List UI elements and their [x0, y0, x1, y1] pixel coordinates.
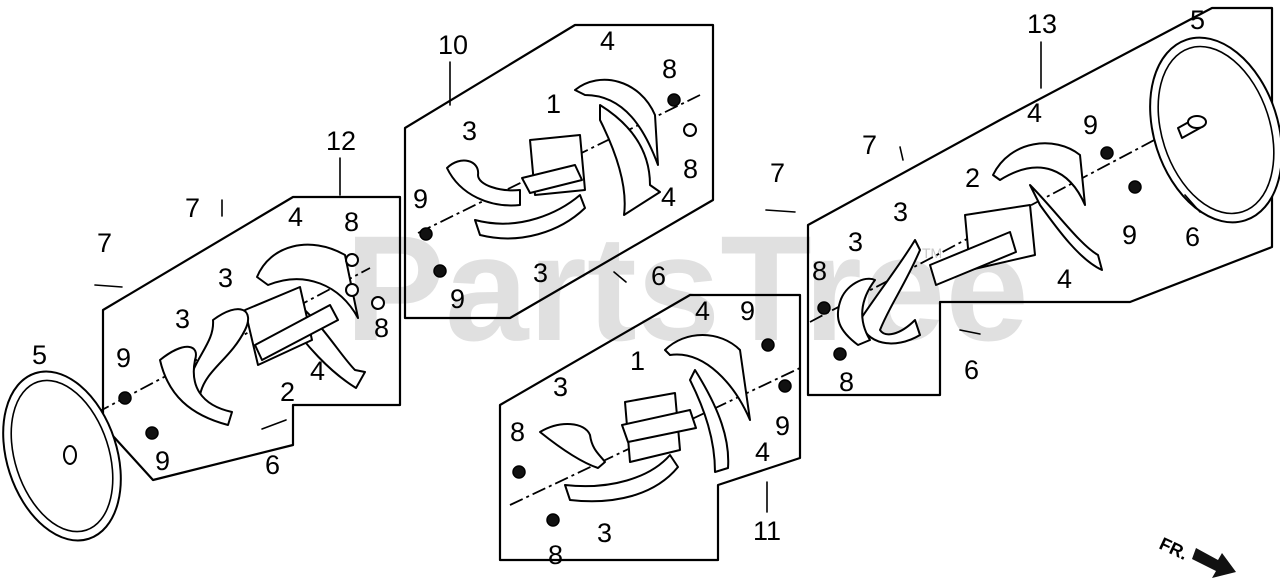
callout-12: 12	[326, 126, 356, 156]
callout-9: 9	[413, 184, 428, 214]
assembly-13-parts	[765, 142, 1201, 361]
watermark-trademark: TM	[922, 245, 942, 261]
callout-4: 4	[288, 202, 303, 232]
callout-2: 2	[965, 163, 980, 193]
callout-4: 4	[310, 356, 325, 386]
callout-9: 9	[116, 343, 131, 373]
callout-3: 3	[533, 258, 548, 288]
direction-label: FR.	[1156, 533, 1191, 563]
callout-3: 3	[597, 518, 612, 548]
callout-7: 7	[770, 158, 785, 188]
callout-7: 7	[97, 228, 112, 258]
callout-6: 6	[1185, 222, 1200, 252]
callouts: 10 12 13 11 5 5 7 7 7 7 3 3 3 3 3 3 3 3 …	[32, 5, 1205, 570]
callout-3: 3	[218, 263, 233, 293]
wheel-left	[2, 370, 122, 542]
callout-9: 9	[1083, 110, 1098, 140]
callout-10: 10	[438, 30, 468, 60]
callout-8: 8	[374, 313, 389, 343]
callout-4: 4	[1027, 98, 1042, 128]
callout-4: 4	[755, 437, 770, 467]
callout-6: 6	[964, 355, 979, 385]
callout-9: 9	[740, 296, 755, 326]
callout-3: 3	[848, 227, 863, 257]
callout-8: 8	[839, 367, 854, 397]
assembly-11-parts	[512, 271, 792, 527]
callout-5: 5	[32, 340, 47, 370]
callout-3: 3	[462, 116, 477, 146]
callout-6: 6	[651, 261, 666, 291]
callout-1: 1	[630, 346, 645, 376]
assembly-outline-10	[403, 23, 715, 320]
assembly-outline-13	[806, 6, 1274, 397]
callout-3: 3	[175, 304, 190, 334]
centerline-left	[29, 267, 371, 449]
assembly-outline-12	[101, 195, 402, 482]
callout-9: 9	[1122, 220, 1137, 250]
callout-4: 4	[695, 296, 710, 326]
callout-11: 11	[753, 516, 781, 546]
callout-8: 8	[344, 207, 359, 237]
front-arrow-icon	[1192, 548, 1236, 578]
callout-8: 8	[812, 256, 827, 286]
callout-9: 9	[775, 411, 790, 441]
callout-8: 8	[510, 417, 525, 447]
callout-13: 13	[1027, 9, 1057, 39]
front-direction-indicator: FR.	[1156, 533, 1236, 578]
wheel-right	[1149, 36, 1280, 224]
callout-8: 8	[548, 540, 563, 570]
callout-4: 4	[600, 26, 615, 56]
callout-6: 6	[265, 450, 280, 480]
callout-9: 9	[450, 284, 465, 314]
assembly-10-parts	[419, 78, 697, 278]
callout-3: 3	[893, 197, 908, 227]
assembly-outline-11	[498, 293, 802, 562]
callout-2: 2	[280, 377, 295, 407]
callout-9: 9	[155, 446, 170, 476]
callout-7: 7	[862, 130, 877, 160]
callout-7: 7	[185, 193, 200, 223]
callout-1: 1	[546, 89, 561, 119]
callout-5: 5	[1190, 5, 1205, 35]
assembly-12-parts	[94, 199, 385, 440]
callout-3: 3	[553, 372, 568, 402]
callout-4: 4	[661, 182, 676, 212]
callout-8: 8	[683, 154, 698, 184]
callout-4: 4	[1057, 264, 1072, 294]
callout-8: 8	[662, 54, 677, 84]
